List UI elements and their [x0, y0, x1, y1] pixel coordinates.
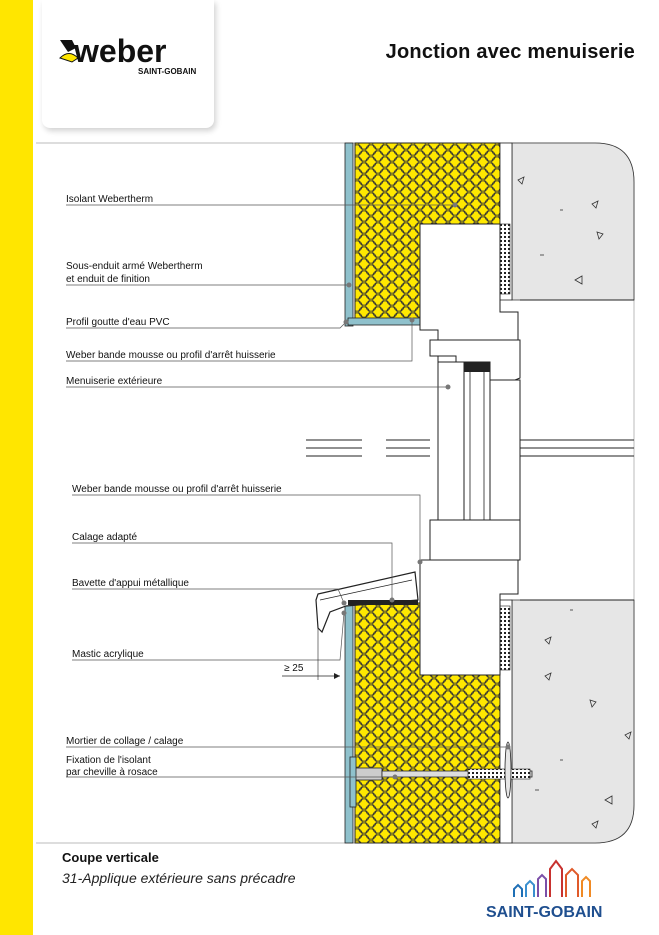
concrete-wall-top — [511, 142, 635, 301]
mortar-dab — [504, 741, 512, 799]
label-bavette: Bavette d'appui métallique — [72, 578, 189, 589]
label-bande-mousse-bottom: Weber bande mousse ou profil d'arrêt hui… — [72, 484, 282, 495]
label-calage: Calage adapté — [72, 532, 137, 543]
caption-sub: 31-Applique extérieure sans précadre — [62, 870, 296, 886]
weber-logo-text: weber — [73, 33, 166, 69]
glazing-unit — [463, 361, 491, 531]
label-dimension: ≥ 25 — [284, 663, 304, 674]
frame-profile — [489, 379, 521, 521]
calage-shim — [348, 600, 418, 605]
concrete-wall-bottom — [511, 599, 635, 844]
label-fixation-2: par cheville à rosace — [66, 767, 158, 778]
label-isolant: Isolant Webertherm — [66, 194, 153, 205]
saint-gobain-logo-text: SAINT-GOBAIN — [486, 904, 602, 921]
leader-lines — [66, 204, 508, 778]
page-title: Jonction avec menuiserie — [385, 41, 635, 63]
label-fixation-1: Fixation de l'isolant — [66, 755, 151, 766]
yellow-side-band — [0, 0, 33, 935]
label-bande-mousse-top: Weber bande mousse ou profil d'arrêt hui… — [66, 350, 276, 361]
label-mastic: Mastic acrylique — [72, 649, 144, 660]
label-sous-enduit-2: et enduit de finition — [66, 274, 150, 285]
label-profil-goutte: Profil goutte d'eau PVC — [66, 317, 170, 328]
leader-dots — [341, 202, 511, 780]
caption-main: Coupe verticale — [62, 850, 159, 865]
logo-card — [42, 0, 214, 128]
foam-strip-bottom — [499, 605, 511, 671]
concrete-aggregate-marks — [517, 176, 632, 829]
window-frame-bottom — [419, 559, 519, 676]
saint-gobain-logo: SAINT-GOBAIN — [486, 859, 602, 921]
weber-logo-sub: SAINT-GOBAIN — [138, 67, 196, 76]
render-layer-top — [344, 142, 354, 327]
label-menuiserie: Menuiserie extérieure — [66, 376, 163, 387]
weber-logo: weber SAINT-GOBAIN — [59, 33, 196, 76]
foam-strip-top — [499, 223, 511, 295]
glazing-seal-top — [464, 362, 490, 372]
break-lines — [306, 439, 634, 457]
render-return-top — [347, 317, 421, 326]
label-mortier: Mortier de collage / calage — [66, 736, 184, 747]
label-sous-enduit-1: Sous-enduit armé Webertherm — [66, 261, 203, 272]
